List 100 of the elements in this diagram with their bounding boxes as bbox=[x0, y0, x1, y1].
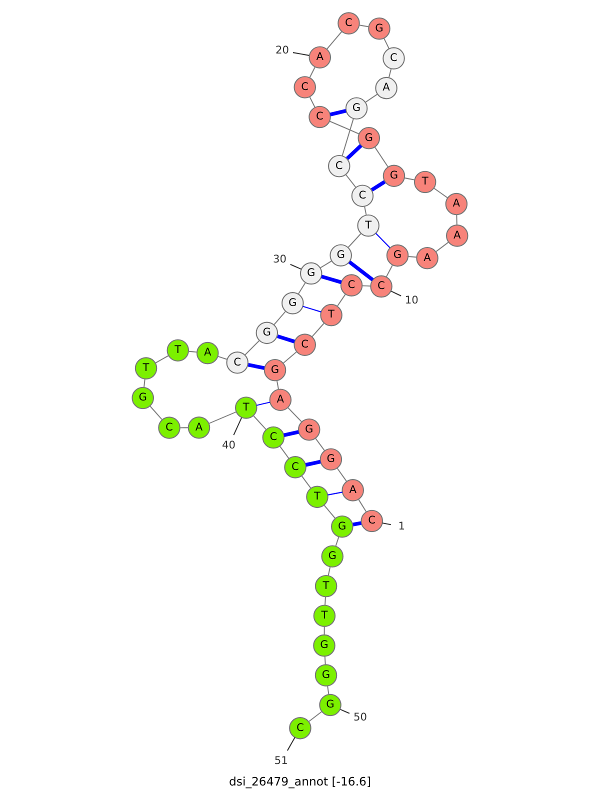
connector bbox=[404, 177, 415, 180]
connector bbox=[233, 417, 242, 436]
connector bbox=[434, 188, 448, 198]
node-circle: A bbox=[342, 479, 364, 502]
node-circle: G bbox=[358, 126, 380, 150]
connector bbox=[155, 355, 169, 364]
node-circle: T bbox=[414, 170, 436, 194]
connector bbox=[327, 686, 330, 694]
connector bbox=[312, 323, 324, 338]
connector bbox=[358, 499, 367, 512]
connector bbox=[302, 306, 322, 312]
connector bbox=[390, 290, 402, 296]
connector bbox=[348, 260, 374, 282]
connector bbox=[324, 505, 336, 519]
connector bbox=[309, 66, 316, 78]
node-text: 50 bbox=[354, 710, 368, 724]
connector bbox=[386, 265, 393, 278]
connector bbox=[329, 120, 360, 134]
node-circle: T bbox=[134, 357, 158, 380]
connector bbox=[408, 256, 416, 258]
node-circle: C bbox=[262, 426, 285, 449]
node-circle: G bbox=[282, 292, 304, 314]
connector bbox=[188, 350, 197, 353]
node-circle: C bbox=[370, 275, 392, 298]
connector bbox=[287, 407, 302, 422]
node-circle: G bbox=[386, 244, 409, 267]
node-text: 10 bbox=[404, 294, 418, 307]
connector bbox=[324, 656, 326, 665]
connector bbox=[345, 174, 356, 188]
connector bbox=[279, 446, 290, 459]
connector bbox=[180, 427, 188, 428]
node-circle: C bbox=[158, 416, 180, 439]
node-circle: A bbox=[446, 224, 468, 247]
connector bbox=[328, 566, 331, 576]
connector bbox=[365, 94, 378, 103]
connector bbox=[335, 536, 340, 546]
connector bbox=[150, 406, 162, 420]
node-circle: C bbox=[338, 12, 360, 34]
node-circle: T bbox=[166, 339, 190, 362]
caption: dsi_26479_annot [-16.6] bbox=[228, 774, 372, 789]
node-circle: G bbox=[264, 359, 286, 382]
node-circle: C bbox=[289, 717, 312, 740]
connector bbox=[315, 438, 325, 451]
node-circle: A bbox=[269, 388, 292, 412]
node-text: 20 bbox=[276, 43, 290, 56]
connector bbox=[292, 52, 310, 56]
connector bbox=[436, 242, 449, 252]
node-circle: G bbox=[319, 694, 342, 716]
connector bbox=[320, 274, 342, 284]
connector bbox=[375, 232, 390, 248]
node-text: 1 bbox=[398, 519, 406, 532]
connector bbox=[208, 411, 236, 424]
connector bbox=[256, 402, 270, 406]
node-circle: G bbox=[320, 448, 342, 470]
node-circle: G bbox=[298, 418, 320, 441]
node-circle: A bbox=[188, 416, 210, 439]
node-text: 30 bbox=[272, 252, 286, 266]
node-circle: G bbox=[313, 634, 336, 657]
connector bbox=[276, 380, 279, 390]
connector bbox=[253, 416, 267, 430]
node-circle: C bbox=[340, 274, 363, 296]
node-circle: T bbox=[306, 486, 328, 508]
connector bbox=[362, 285, 370, 287]
node-circle: G bbox=[321, 545, 344, 568]
connector bbox=[308, 711, 322, 722]
node-circle: T bbox=[320, 304, 342, 326]
connector bbox=[248, 363, 265, 370]
connector bbox=[348, 233, 362, 248]
node-circle: A bbox=[445, 192, 468, 216]
connector bbox=[382, 522, 391, 526]
node-circle: C bbox=[382, 47, 405, 70]
node-circle: T bbox=[313, 604, 336, 627]
connector bbox=[364, 206, 367, 216]
node-circle: A bbox=[196, 342, 219, 364]
connector bbox=[346, 144, 362, 160]
connector bbox=[324, 626, 325, 635]
node-circle: G bbox=[331, 516, 354, 538]
node-circle: G bbox=[382, 164, 406, 188]
connector bbox=[244, 340, 260, 356]
node-circle: G bbox=[345, 97, 368, 120]
node-circle: T bbox=[234, 396, 258, 419]
connector bbox=[282, 352, 297, 364]
connector bbox=[276, 334, 296, 344]
connector bbox=[324, 596, 326, 606]
connector bbox=[290, 264, 302, 270]
connector bbox=[326, 31, 342, 50]
connector bbox=[342, 118, 354, 156]
node-circle: C bbox=[351, 184, 374, 207]
node-circle: G bbox=[330, 244, 352, 266]
node-circle: T bbox=[314, 574, 338, 598]
connector bbox=[286, 737, 296, 751]
connector bbox=[301, 476, 312, 488]
connector bbox=[284, 430, 299, 437]
node-circle: C bbox=[294, 334, 316, 356]
node-circle: G bbox=[300, 262, 322, 285]
connector bbox=[370, 180, 386, 192]
connector bbox=[305, 460, 321, 467]
connector bbox=[388, 68, 392, 78]
connector bbox=[336, 468, 348, 482]
connector bbox=[330, 109, 346, 116]
